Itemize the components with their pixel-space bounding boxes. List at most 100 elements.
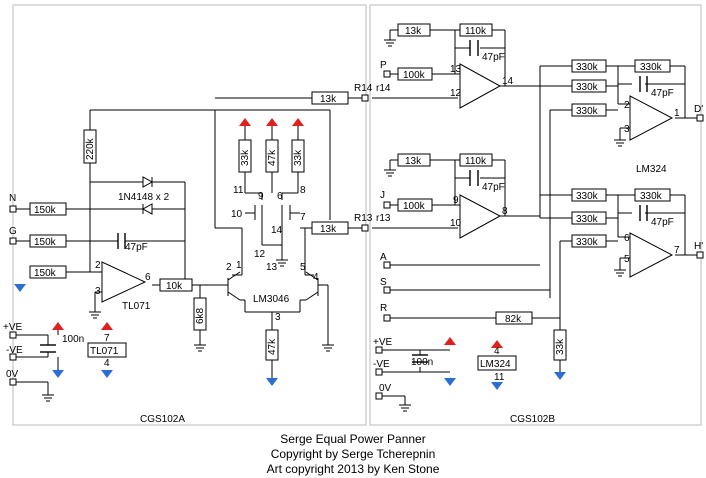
term-a-gnd[interactable] <box>9 378 17 386</box>
r-150k-2-label: 150k <box>34 237 57 248</box>
r-330k-8-body <box>634 188 671 202</box>
pin: 1 <box>674 108 680 119</box>
r-6k8-body <box>193 297 207 331</box>
r-330k-3-body <box>571 103 607 117</box>
r-13k-b1-label: 13k <box>405 26 422 37</box>
input-a-label: A <box>380 252 387 263</box>
r-150k-3-body <box>29 265 67 279</box>
r-100k-1-body <box>397 67 433 81</box>
r-13k-mid-body <box>311 221 349 235</box>
term-b-pos[interactable] <box>375 346 383 354</box>
pin: 4 <box>313 272 319 283</box>
term-a[interactable] <box>383 261 391 269</box>
input-p-label: P <box>380 60 387 71</box>
r-110k-1-body <box>459 23 493 37</box>
c-47pf-b2-label: 47pF <box>482 182 505 193</box>
term-j[interactable] <box>383 201 391 209</box>
power-a-cap-label: 100n <box>62 334 84 345</box>
input-j-label: J <box>380 190 385 201</box>
input-s-label: S <box>380 277 387 288</box>
credits-copyright: Copyright by Serge Tcherepnin <box>270 447 436 461</box>
panel-b-label: CGS102B <box>510 414 555 425</box>
r-100k-2-label: 100k <box>403 201 426 212</box>
term-d-out[interactable] <box>696 114 704 122</box>
pin: 10 <box>231 209 243 220</box>
pin: 6 <box>145 272 151 283</box>
r-82k-label: 82k <box>505 314 522 325</box>
term-r[interactable] <box>383 314 391 322</box>
term-h-out[interactable] <box>696 251 704 259</box>
r-330k-2-body <box>571 79 607 93</box>
term-a-neg[interactable] <box>9 353 17 361</box>
pin: 9 <box>453 195 459 206</box>
diode-2 <box>141 203 153 215</box>
term-r13[interactable] <box>361 224 369 232</box>
r13-label: R13 <box>354 213 373 224</box>
r-110k-2-label: 110k <box>465 156 487 167</box>
power-a-ic-label: TL071 <box>90 346 119 357</box>
r-330k-2-label: 330k <box>576 82 599 93</box>
c-47pf-b3-label: 47pF <box>651 88 674 99</box>
r-150k-3-label: 150k <box>34 268 57 279</box>
r-330k-5-body <box>571 188 607 202</box>
pin: 3 <box>624 124 630 135</box>
r-13k-b2-label: 13k <box>405 156 422 167</box>
r-33k-b-body <box>553 329 567 361</box>
r-100k-1-label: 100k <box>403 70 426 81</box>
pin: 2 <box>226 262 232 273</box>
output-h-label: H' <box>694 241 703 252</box>
power-a-pos-label: +VE <box>3 322 23 333</box>
opamp-b4 <box>629 232 674 278</box>
term-n[interactable] <box>9 205 17 213</box>
panel-b-box <box>369 4 702 426</box>
r-110k-1-label: 110k <box>465 26 487 37</box>
opamp-b3 <box>629 95 674 141</box>
pin: 2 <box>624 100 630 111</box>
power-a-gnd-label: 0V <box>6 369 19 380</box>
power-b-pin-top: 4 <box>494 346 500 357</box>
pin: 1 <box>236 260 242 271</box>
r14-label: R14 <box>354 83 373 94</box>
power-b-pos-label: +VE <box>373 337 393 348</box>
pin: 11 <box>233 185 244 196</box>
term-p[interactable] <box>383 70 391 78</box>
r-82k-body <box>495 311 533 325</box>
r-13k-b2-body <box>397 153 431 167</box>
input-r-label: R <box>380 303 387 314</box>
power-b-cap-label: 100n <box>411 357 433 368</box>
input-n-label: N <box>9 193 16 204</box>
pin: 14 <box>271 225 283 236</box>
r-220k-label: 220k <box>85 137 96 160</box>
pin: 3 <box>275 312 281 323</box>
ic-a-box <box>87 342 127 358</box>
term-a-pos[interactable] <box>9 331 17 339</box>
pin: 7 <box>674 245 680 256</box>
opamp-b1 <box>459 63 502 109</box>
term-r14[interactable] <box>361 94 369 102</box>
r-330k-3-label: 330k <box>576 106 599 117</box>
term-g[interactable] <box>9 237 17 245</box>
ic-tl071-label: TL071 <box>122 301 151 312</box>
opamp-tl071 <box>101 261 147 303</box>
output-d-label: D' <box>694 104 703 115</box>
r-47k-t-body <box>265 139 279 173</box>
c-47pf-a-label: 47pF <box>125 242 148 253</box>
pin: 8 <box>300 185 306 196</box>
r-330k-7-label: 330k <box>576 237 599 248</box>
r-6k8-label: 6k8 <box>195 307 206 324</box>
power-b-neg-label: -VE <box>373 359 390 370</box>
r-330k-1-label: 330k <box>576 62 599 73</box>
opamp-b2 <box>459 194 502 239</box>
r-33k-b-label: 33k <box>555 338 566 355</box>
power-b-gnd-label: 0V <box>379 383 392 394</box>
r-330k-4-label: 330k <box>640 62 663 73</box>
pin: 5 <box>300 262 306 273</box>
r-13k-top-body <box>311 91 349 105</box>
pin: 5 <box>624 254 630 265</box>
credits-title: Serge Equal Power Panner <box>280 432 426 446</box>
power-b-pin-bot: 11 <box>494 372 505 383</box>
term-s[interactable] <box>383 286 391 294</box>
term-b-gnd[interactable] <box>375 392 383 400</box>
r-13k-b1-body <box>397 23 431 37</box>
term-b-neg[interactable] <box>375 368 383 376</box>
